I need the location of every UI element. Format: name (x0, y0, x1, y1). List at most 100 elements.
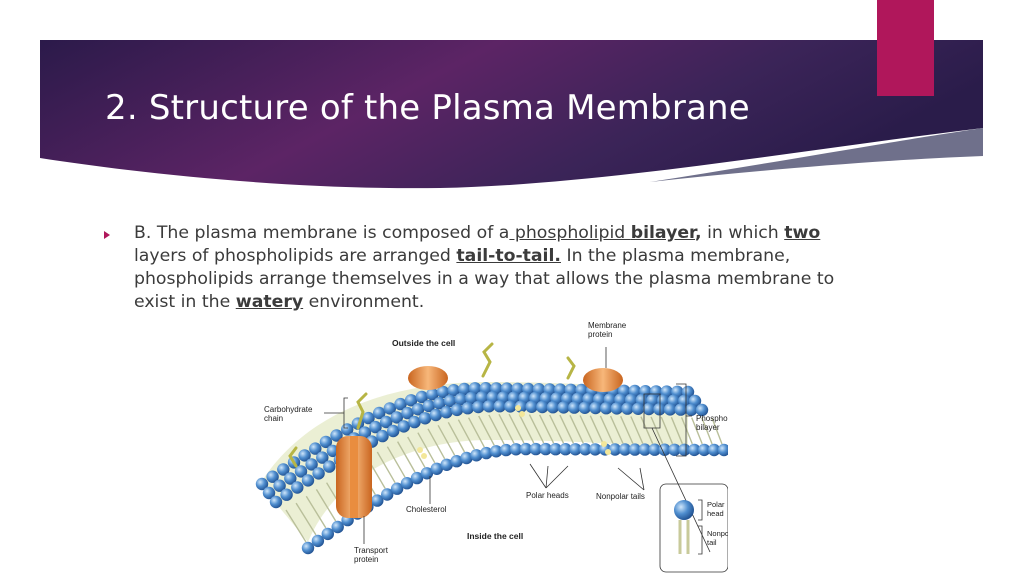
polar-head (273, 479, 286, 492)
polar-head (291, 481, 304, 494)
inset-polar-label-2: head (707, 509, 724, 518)
title-banner (40, 40, 983, 189)
polar-head (401, 406, 414, 420)
polar-head (394, 397, 407, 411)
polar-head (440, 458, 453, 471)
polar-head (373, 406, 386, 420)
polar-head (468, 382, 482, 395)
lipid-tail (640, 416, 654, 444)
lipid-tail (691, 417, 703, 445)
polar-head (447, 384, 460, 397)
polar-head (499, 443, 513, 457)
polar-head (284, 472, 297, 485)
polar-head (465, 391, 478, 405)
polar-head (390, 482, 404, 495)
polar-head (589, 443, 602, 456)
polar-head (429, 408, 442, 422)
lipid-tail (447, 421, 466, 453)
polar-head (436, 385, 450, 399)
polar-head (529, 442, 542, 456)
polar-head (504, 400, 517, 413)
accent-tab (877, 0, 934, 96)
polar-head (674, 403, 687, 416)
lipid-tail (620, 416, 634, 444)
bullet-text-segment: In the plasma membrane, phospholipids ar… (134, 246, 835, 312)
polar-head (440, 406, 453, 419)
polar-head (482, 400, 496, 413)
polar-head (450, 455, 463, 468)
lipid-tail (518, 414, 535, 444)
polar-head (470, 449, 483, 462)
polar-head (323, 460, 336, 473)
polar-head (301, 474, 315, 487)
inset-nonpolar-label-1: Nonpolar (707, 529, 728, 538)
polar-head (410, 471, 424, 485)
polar-head (312, 467, 325, 480)
lipid-tail (701, 417, 713, 445)
nonpolar-tails-label: Nonpolar tails (596, 492, 645, 501)
polar-head (371, 494, 384, 507)
lipid-tail (376, 451, 396, 484)
polar-head (631, 402, 645, 415)
polar-head (698, 443, 711, 457)
polar-head (536, 400, 549, 414)
polar-head (460, 451, 473, 465)
polar-head (433, 397, 446, 410)
inset-polar-head (674, 500, 694, 520)
polar-head (569, 443, 582, 456)
polar-head (411, 403, 425, 416)
phospholipid-inset (674, 499, 703, 555)
polar-head (648, 443, 661, 456)
membrane-protein-label-1: Membrane (588, 321, 627, 330)
lipid-tail (467, 417, 485, 448)
cholesterol-label: Cholesterol (406, 505, 447, 514)
polar-head (621, 402, 634, 415)
membrane-diagram: Outside the cell Inside the cell Membran… (255, 321, 728, 573)
polar-head (546, 401, 560, 414)
lipid-tail (559, 414, 575, 444)
lipid-tail (498, 413, 515, 444)
polar-head (668, 443, 681, 456)
bullet-text-segment: tail-to-tail. (456, 246, 561, 266)
polar-head (509, 443, 523, 456)
polar-head (589, 401, 602, 415)
polar-head (557, 401, 570, 414)
polar-head (653, 403, 666, 416)
lipid-tail (711, 417, 723, 445)
polar-head (493, 400, 506, 413)
polar-head (376, 429, 389, 443)
lipid-tail (407, 436, 426, 468)
transport-protein (336, 436, 372, 518)
polar-head (305, 458, 318, 471)
polar-head (685, 403, 698, 416)
polar-head (426, 388, 439, 401)
lipid-tail (670, 416, 684, 445)
bullet-text-segment: bilayer (630, 223, 696, 243)
polar-head (381, 488, 394, 501)
transport-protein-label-2: protein (354, 555, 378, 564)
polar-head (369, 420, 382, 434)
polar-head (695, 403, 709, 417)
polar-head (678, 443, 691, 456)
polar-head (397, 420, 410, 433)
polar-head (311, 534, 325, 548)
polar-head (490, 445, 503, 458)
polar-head (415, 390, 428, 404)
lipid-tail (386, 446, 406, 478)
lipid-tail (538, 414, 555, 444)
inset-nonpolar-label-2: tail (707, 538, 717, 547)
lipid-tail (660, 416, 674, 445)
polar-head (383, 402, 396, 415)
lipid-tail (650, 416, 664, 444)
lipid-tail (417, 432, 436, 464)
polar-head (430, 462, 443, 475)
polar-head (610, 402, 623, 415)
bullet-text-segment: layers of phospholipids are arranged (134, 246, 457, 266)
polar-head (262, 486, 276, 500)
bullet-text-segment: B. The plasma membrane is composed of a (134, 223, 510, 243)
polar-head (321, 527, 334, 541)
polar-head (539, 442, 552, 456)
inside-cell-label: Inside the cell (467, 531, 523, 541)
lipid-tail (589, 415, 604, 444)
